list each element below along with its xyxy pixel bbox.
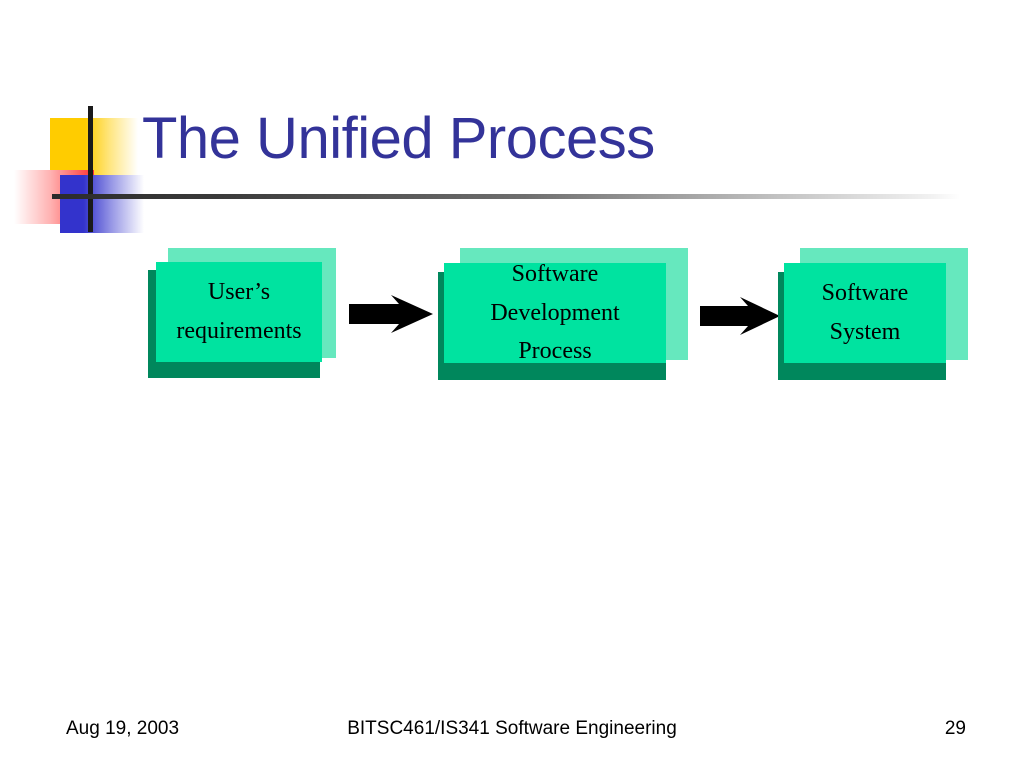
page-title: The Unified Process [142,106,655,171]
box-label-line: Process [518,338,592,365]
slide-footer: Aug 19, 2003 BITSC461/IS341 Software Eng… [0,698,1024,768]
box-face-layer [156,262,322,362]
box-face-layer [444,263,666,363]
box-label: User’s requirements [156,262,322,362]
box-face-layer [784,263,946,363]
footer-page-number: 29 [944,718,966,739]
box-label-line: Software [821,280,909,307]
flow-arrow-right-icon [700,296,780,336]
flow-arrow-right-icon [349,294,433,334]
box-label: Software System [784,263,946,363]
box-label-line: Software [511,260,599,287]
process-box-software-development-process[interactable]: Software Development Process [438,248,690,380]
horizontal-rule [52,194,960,199]
box-label-line: requirements [176,318,302,344]
box-label-line: System [829,319,901,345]
process-box-user-requirements[interactable]: User’s requirements [148,248,338,378]
box-label: Software Development Process [444,239,666,387]
footer-course-title: BITSC461/IS341 Software Engineering [347,718,677,739]
footer-date: Aug 19, 2003 [66,718,180,739]
process-box-software-system[interactable]: Software System [778,248,970,380]
box-label-line: Development [490,299,620,326]
box-label-line: User’s [207,279,271,306]
